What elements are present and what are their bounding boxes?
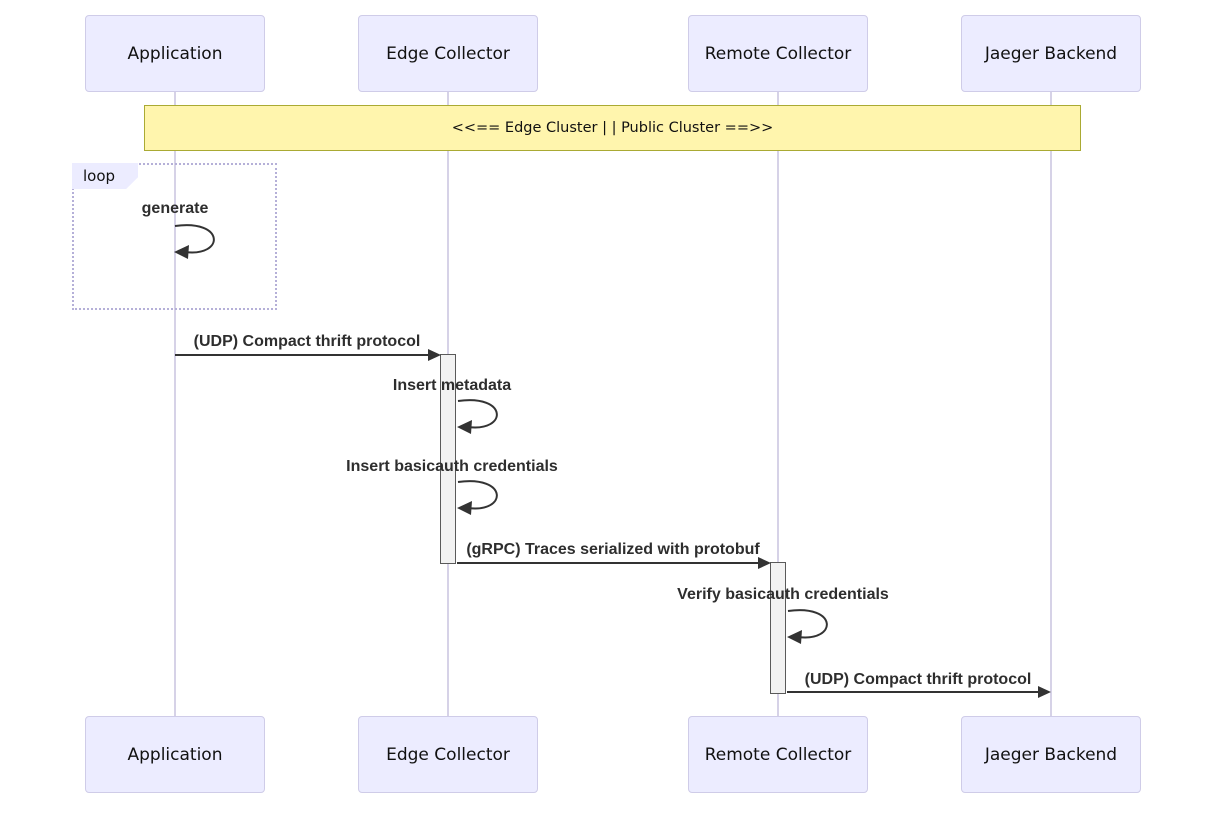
message-insert-metadata: Insert metadata — [392, 377, 512, 394]
arrow-head-udp-to-edge — [428, 349, 441, 361]
participant-box-remote-collector-bottom: Remote Collector — [688, 716, 868, 793]
self-loop-arrow-insert-basicauth — [457, 480, 498, 515]
participant-box-jaeger-backend-top: Jaeger Backend — [961, 15, 1141, 92]
participant-label: Jaeger Backend — [984, 744, 1118, 765]
arrow-line-udp-to-jaeger — [787, 691, 1038, 693]
participant-label: Application — [127, 744, 223, 765]
self-loop-arrow-verify-basicauth — [787, 609, 828, 644]
message-insert-basicauth: Insert basicauth credentials — [346, 458, 558, 475]
loop-label: loop — [72, 163, 138, 189]
message-grpc-traces: (gRPC) Traces serialized with protobuf — [466, 541, 760, 558]
arrow-line-grpc-traces — [457, 562, 758, 564]
participant-label: Application — [127, 43, 223, 64]
participant-label: Jaeger Backend — [984, 43, 1118, 64]
participant-box-edge-collector-top: Edge Collector — [358, 15, 538, 92]
lifeline-remote-collector — [777, 92, 779, 716]
participant-label: Edge Collector — [386, 744, 510, 765]
activation-bar-edge-collector — [440, 354, 456, 564]
note-cluster-boundary: <<== Edge Cluster | | Public Cluster ==>… — [144, 105, 1081, 151]
message-generate: generate — [141, 200, 209, 217]
lifeline-application — [174, 92, 176, 716]
loop-label-text: loop — [83, 167, 116, 185]
arrow-head-grpc-traces — [758, 557, 771, 569]
message-udp-to-edge: (UDP) Compact thrift protocol — [193, 333, 421, 350]
participant-box-jaeger-backend-bottom: Jaeger Backend — [961, 716, 1141, 793]
participant-box-application-bottom: Application — [85, 716, 265, 793]
participant-box-edge-collector-bottom: Edge Collector — [358, 716, 538, 793]
self-loop-arrow-generate — [174, 224, 215, 259]
self-loop-arrow-insert-metadata — [457, 399, 498, 434]
arrow-line-udp-to-edge — [175, 354, 428, 356]
participant-label: Remote Collector — [704, 43, 852, 64]
participant-box-application-top: Application — [85, 15, 265, 92]
participant-label: Remote Collector — [704, 744, 852, 765]
message-udp-to-jaeger: (UDP) Compact thrift protocol — [804, 671, 1032, 688]
message-verify-basicauth: Verify basicauth credentials — [677, 586, 889, 603]
note-text: <<== Edge Cluster | | Public Cluster ==>… — [451, 120, 774, 136]
lifeline-jaeger-backend — [1050, 92, 1052, 716]
arrow-head-udp-to-jaeger — [1038, 686, 1051, 698]
activation-bar-remote-collector — [770, 562, 786, 694]
participant-label: Edge Collector — [386, 43, 510, 64]
loop-frame — [72, 163, 277, 310]
participant-box-remote-collector-top: Remote Collector — [688, 15, 868, 92]
